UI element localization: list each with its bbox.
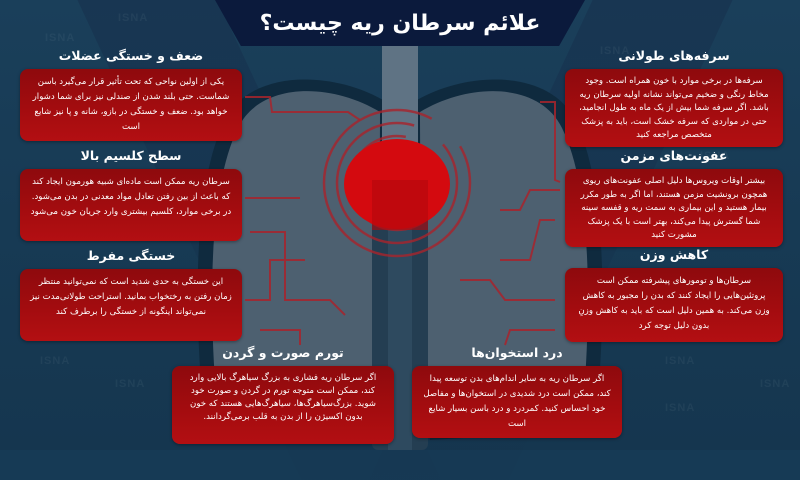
card-text: اگر سرطان ریه به سایر اندام‌های بدن توسع… [412,366,622,438]
watermark: ISNA [665,402,696,414]
card-text: سرطان‌ها و تومورهای پیشرفته ممکن است پرو… [565,268,783,342]
symptom-card-chronic-cough: سرفه‌های طولانی سرفه‌ها در برخی موارد با… [565,48,783,147]
symptom-card-high-calcium: سطح کلسیم بالا سرطان ریه ممکن است ماده‌ا… [20,148,242,241]
card-title: کاهش وزن [639,247,709,262]
watermark: ISNA [700,150,731,162]
card-title: تورم صورت و گردن [222,345,344,360]
card-text: اگر سرطان ریه فشاری به بزرگ سیاهرگ بالای… [172,366,394,444]
watermark: ISNA [118,12,149,24]
page-title: علائم سرطان ریه چیست؟ [259,10,541,36]
watermark: ISNA [40,355,71,367]
card-title: خستگی مفرط [86,248,176,263]
card-title: سرفه‌های طولانی [618,48,730,63]
symptom-card-muscle-weakness: ضعف و خستگی عضلات یکی از اولین نواحی که … [20,48,242,141]
symptom-card-face-neck-swelling: تورم صورت و گردن اگر سرطان ریه فشاری به … [172,345,394,444]
watermark: ISNA [600,45,631,57]
symptom-card-bone-pain: درد استخوان‌ها اگر سرطان ریه به سایر اند… [412,345,622,438]
card-title: سطح کلسیم بالا [80,148,182,163]
card-title: ضعف و خستگی عضلات [58,48,204,63]
symptom-card-chronic-infections: عفونت‌های مزمن بیشتر اوقات ویروس‌ها دلیل… [565,148,783,247]
card-text: بیشتر اوقات ویروس‌ها دلیل اصلی عفونت‌های… [565,169,783,247]
watermark: ISNA [45,32,76,44]
card-title: درد استخوان‌ها [471,345,563,360]
lungs-illustration [197,30,603,450]
title-banner: علائم سرطان ریه چیست؟ [215,0,585,46]
card-text: سرطان ریه ممکن است ماده‌ای شبیه هورمون ا… [20,169,242,241]
watermark: ISNA [115,378,146,390]
watermark: ISNA [665,355,696,367]
card-text: این خستگی به حدی شدید است که نمی‌توانید … [20,269,242,341]
card-text: یکی از اولین نواحی که تحت تأثیر قرار می‌… [20,69,242,141]
card-title: عفونت‌های مزمن [620,148,728,163]
symptom-card-weight-loss: کاهش وزن سرطان‌ها و تومورهای پیشرفته ممک… [565,247,783,342]
watermark: ISNA [760,378,791,390]
symptom-card-extreme-fatigue: خستگی مفرط این خستگی به حدی شدید است که … [20,248,242,341]
card-text: سرفه‌ها در برخی موارد با خون همراه است. … [565,69,783,147]
